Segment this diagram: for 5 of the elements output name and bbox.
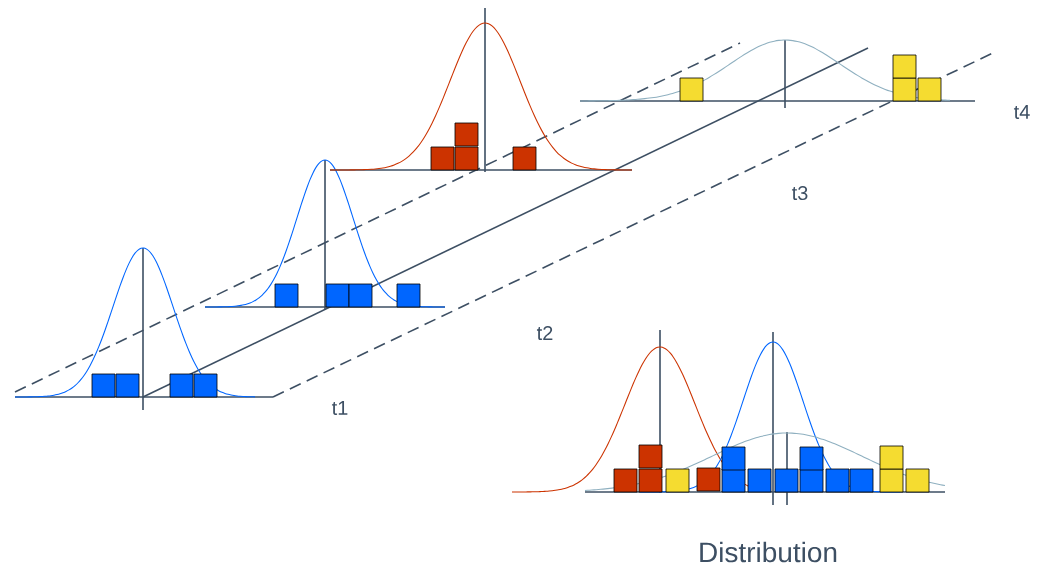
time-label: t2 (536, 325, 553, 341)
time-label: t4 (1013, 105, 1030, 119)
time-label: t1 (331, 401, 348, 415)
caption-label: Distribution (700, 541, 837, 563)
time-label: t3 (791, 185, 808, 201)
